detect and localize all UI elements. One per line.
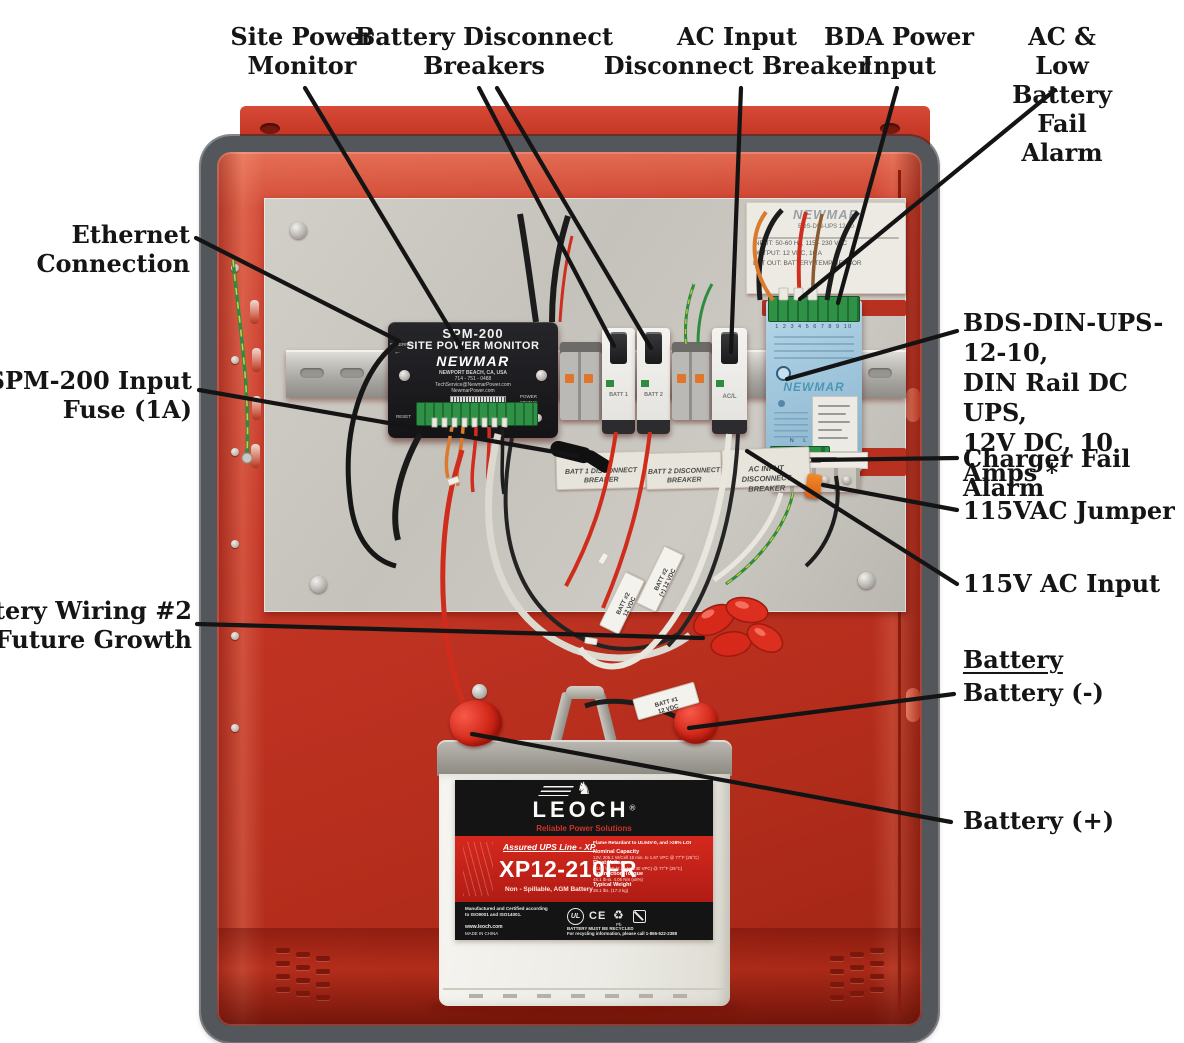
battery-spec-h: Nominal Capacity xyxy=(593,849,640,855)
terminal-jumper-orange xyxy=(677,374,686,383)
breaker-id: AC/L xyxy=(722,394,737,400)
battery-spec-h: Typical Weight xyxy=(593,882,632,888)
battery-spec-v: 38.1 lbs. (17.3 kg) xyxy=(593,888,629,893)
battery-mfg: Manufactured and Certified according to … xyxy=(465,906,548,917)
callout-charger-fail-alarm: Charger Fail Alarm xyxy=(963,444,1131,502)
ups-small-text-block xyxy=(774,412,808,442)
ups-terminal-numbers: 1 2 3 4 5 6 7 8 9 10 xyxy=(775,324,853,330)
spm-phone: 714 - 751 - 0488 xyxy=(454,376,492,382)
pb-cross-icon xyxy=(633,910,646,923)
ce-mark-icon: CE xyxy=(589,910,607,922)
callout-site-power-monitor: Site Power Monitor xyxy=(230,22,374,80)
battery-tagline: Reliable Power Solutions xyxy=(536,824,632,833)
pb-mark: Pb xyxy=(616,922,622,927)
callout-115v-ac-input: 115V AC Input xyxy=(963,569,1161,598)
terminal-jumper-orange xyxy=(565,374,574,383)
callout-bda-power-input: BDA Power Input xyxy=(823,22,975,80)
spec-label-output: OUTPUT: 12 VDC, 10 A xyxy=(753,250,822,257)
callout-battery-disconnect-breakers: Battery Disconnect Breakers xyxy=(354,22,614,80)
battery-flame-note: Flame Retardant to UL94V-0, and >28% LOI xyxy=(593,841,691,846)
ul-mark-icon: UL xyxy=(567,908,584,925)
flange-hole-left xyxy=(260,123,280,134)
battery-web: www.leoch.com xyxy=(465,924,503,930)
breaker-base xyxy=(602,420,635,434)
wall-vent-slot xyxy=(252,348,261,372)
spm-screw-right xyxy=(536,370,547,381)
spm-address: NEWPORT BEACH, CA, USA xyxy=(438,370,508,376)
battery-model: XP12-210FR xyxy=(499,856,637,882)
breaker-flag xyxy=(606,380,614,387)
ups-bottom-terminal-labels: N L xyxy=(789,438,811,444)
ups-brand: NEWMAR xyxy=(783,380,845,394)
callout-battery-negative: Battery (-) xyxy=(963,678,1104,707)
battery-bottom-vents xyxy=(469,994,699,998)
flange-hole-right xyxy=(880,123,900,134)
callout-bds-din-ups: BDS-DIN-UPS-12-10, DIN Rail DC UPS, 12V … xyxy=(963,308,1164,487)
breaker-flag xyxy=(641,380,649,387)
door-hinge-upper xyxy=(906,388,920,422)
terminal-jumper-orange xyxy=(695,374,704,383)
battery-spec-h: Float Voltage xyxy=(593,860,628,866)
battery-spec-v: 45.1 lb-in. 4.05 Nm (±5%) xyxy=(593,877,643,882)
breaker-flag xyxy=(716,380,724,387)
callout-battery-positive: Battery (+) xyxy=(963,806,1115,835)
recycle-mark-icon: ♻ xyxy=(613,908,624,922)
battery-series: Assured UPS Line - XP xyxy=(503,842,596,852)
wall-rivet xyxy=(231,724,239,732)
callout-battery-heading: Battery xyxy=(963,645,1063,674)
din-rail-slot xyxy=(300,368,324,378)
callout-ac-low-battery-fail-alarm: AC & Low Battery Fail Alarm xyxy=(1012,22,1112,167)
callout-115vac-jumper: 115VAC Jumper xyxy=(963,496,1175,525)
battery-handle xyxy=(548,686,622,746)
callout-ac-input-disconnect-breaker: AC Input Disconnect Breaker xyxy=(603,22,871,80)
battery-origin: MADE IN CHINA xyxy=(465,931,499,936)
battery-label-red-band: Assured UPS Line - XP XP12-210FR Non - S… xyxy=(455,836,713,902)
callout-spm-200-input-fuse: SPM-200 Input Fuse (1A) xyxy=(0,366,192,424)
spm-brand-logo: NEWMAR xyxy=(436,353,510,369)
panel-screw xyxy=(310,576,327,593)
terminal-block-group-2 xyxy=(672,342,712,420)
terminal-jumper-orange xyxy=(584,374,593,383)
breaker-base xyxy=(637,420,670,434)
callout-battery-wiring-2-future-growth: Battery Wiring #2 Future Growth xyxy=(0,596,192,654)
ups-led xyxy=(778,400,785,407)
wall-rivet xyxy=(231,540,239,548)
spm-screw-left xyxy=(399,370,410,381)
wall-screw xyxy=(472,684,487,699)
spm-email: TechService@NewmarPower.com xyxy=(435,382,511,388)
battery-type: Non - Spillable, AGM Battery xyxy=(505,886,593,893)
callout-ethernet-connection: Ethernet Connection xyxy=(36,220,190,278)
battery-recycle-note: BATTERY MUST BE RECYCLED For recycling i… xyxy=(567,926,678,937)
red-band-sketch xyxy=(463,842,493,896)
battery-spec-v: 12V, 205.1 W/Cell 15 min. to 1.67 VPC @ … xyxy=(593,855,699,860)
breaker-id: BATT 1 xyxy=(609,392,628,398)
battery-spec-h: Connection Torque xyxy=(593,871,644,877)
bottom-louvers-left xyxy=(276,948,336,1000)
breaker-base xyxy=(712,420,747,434)
breaker-id: BATT 2 xyxy=(644,392,663,398)
battery-label-bottom-band: Manufactured and Certified according to … xyxy=(455,902,713,940)
enclosure-gasket xyxy=(201,136,938,1042)
panel-screw xyxy=(290,222,307,239)
battery-bottom-seam xyxy=(443,988,726,990)
battery-spec-v: 13.65 VDC (2.25 to 2.30 VPC) @ 77°F (25°… xyxy=(593,866,683,871)
bottom-louvers-right xyxy=(830,948,890,1000)
